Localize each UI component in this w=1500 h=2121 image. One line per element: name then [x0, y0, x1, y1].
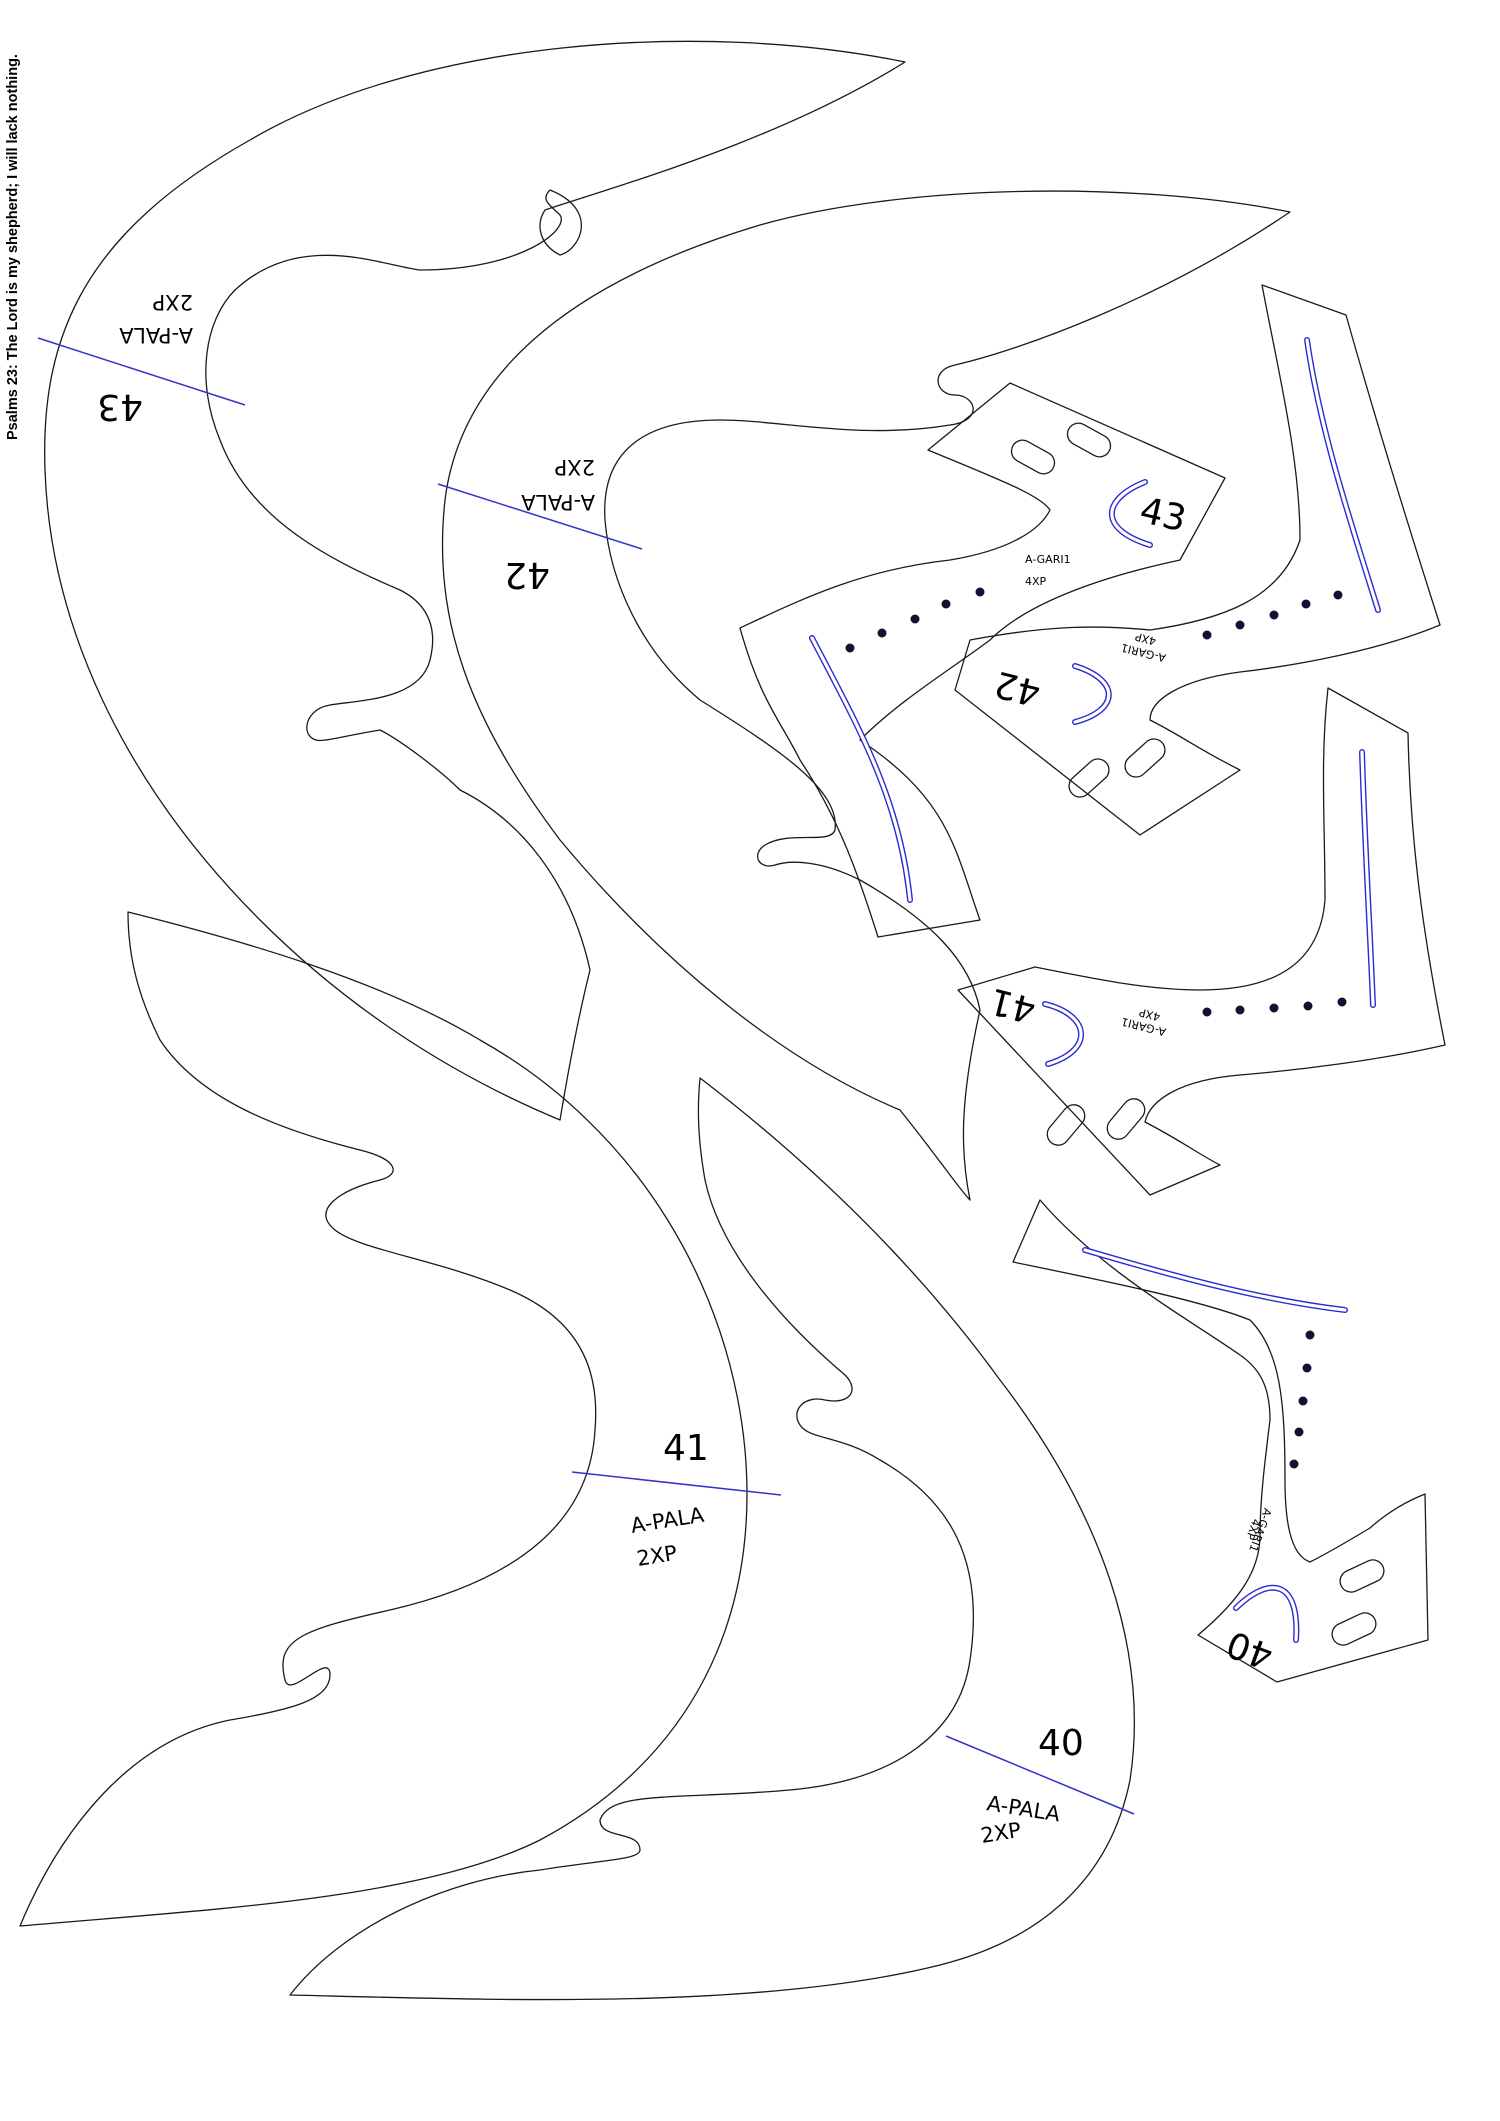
gari-43-code: A-GARI1 — [1025, 553, 1071, 566]
pala-41-code: A-PALA — [629, 1503, 706, 1538]
gari-42-dot — [1269, 610, 1279, 620]
gari-41-slot-2 — [1046, 1104, 1086, 1146]
gari-42-dot — [1333, 590, 1343, 600]
gari-41-dot — [1235, 1005, 1245, 1015]
gari-41-slot-1 — [1106, 1098, 1146, 1140]
pala-40-qty: 2XP — [979, 1818, 1023, 1848]
gari-piece-41: 41 A-GARI1 4XP — [957, 687, 1446, 1196]
gari-40-slot-1 — [1339, 1559, 1385, 1593]
gari-40-dot — [1298, 1396, 1308, 1406]
gari-40-outline — [1012, 1199, 1429, 1683]
gari-40-stitch-line — [1082, 1247, 1348, 1313]
gari-43-dot — [877, 628, 887, 638]
pala-43-outline — [44, 40, 906, 1121]
pala-42-code: A-PALA — [521, 490, 595, 514]
pala-40-number: 40 — [1038, 1723, 1084, 1764]
gari-40-dot — [1302, 1363, 1312, 1373]
verse-text: Psalms 23: The Lord is my shepherd; I wi… — [5, 54, 21, 440]
pala-42-number: 42 — [504, 554, 550, 595]
gari-piece-40: 40 A-GARI1 4XP — [1012, 1199, 1429, 1683]
pala-41-number: 41 — [663, 1428, 709, 1469]
gari-42-dot — [1202, 630, 1212, 640]
pala-40-outline — [289, 1077, 1135, 2001]
pala-43-qty: 2XP — [153, 290, 193, 314]
gari-41-dot — [1303, 1001, 1313, 1011]
gari-42-qty: 4XP — [1133, 630, 1157, 648]
pala-40-grainline — [945, 1735, 1135, 1815]
pala-41-outline — [19, 911, 748, 1927]
pala-piece-43: 43 A-PALA 2XP — [37, 40, 906, 1121]
pala-41-qty: 2XP — [635, 1541, 679, 1571]
pala-piece-40: 40 A-PALA 2XP — [289, 1077, 1135, 2001]
gari-40-dot — [1289, 1459, 1299, 1469]
gari-42-number: 42 — [990, 662, 1044, 713]
gari-41-dot — [1202, 1007, 1212, 1017]
gari-42-outline — [954, 284, 1441, 836]
gari-40-number: 40 — [1221, 1622, 1278, 1676]
gari-43-slot-1 — [1010, 439, 1056, 475]
gari-41-qty: 4XP — [1138, 1005, 1162, 1023]
gari-41-dot — [1269, 1003, 1279, 1013]
gari-43-qty: 4XP — [1025, 575, 1047, 588]
pala-42-grainline — [437, 483, 643, 550]
gari-40-dot — [1305, 1330, 1315, 1340]
pala-43-number: 43 — [97, 386, 143, 427]
gari-42-dot — [1235, 620, 1245, 630]
gari-43-stitch-line — [809, 635, 913, 903]
gari-43-slot-2 — [1066, 422, 1112, 458]
gari-41-stitch-curve — [1042, 1001, 1084, 1067]
gari-43-dot — [845, 643, 855, 653]
gari-43-outline — [739, 382, 1226, 938]
pala-42-qty: 2XP — [555, 455, 595, 479]
gari-41-number: 41 — [986, 979, 1040, 1030]
gari-43-dot — [941, 599, 951, 609]
pala-43-grainline — [37, 337, 246, 406]
pala-piece-42: 42 A-PALA 2XP — [437, 190, 1291, 1201]
pala-piece-41: 41 A-PALA 2XP — [19, 911, 782, 1927]
pala-42-outline — [441, 190, 1291, 1201]
gari-piece-43: 43 A-GARI1 4XP — [739, 382, 1226, 938]
gari-41-outline — [957, 687, 1446, 1196]
gari-42-slot-2 — [1068, 758, 1110, 798]
gari-42-dot — [1301, 599, 1311, 609]
gari-40-slot-2 — [1331, 1612, 1377, 1646]
gari-42-stitch-line — [1304, 337, 1381, 613]
pala-43-code: A-PALA — [119, 323, 193, 347]
gari-43-dot — [910, 614, 920, 624]
gari-42-slot-1 — [1124, 738, 1166, 778]
gari-40-dot — [1294, 1427, 1304, 1437]
gari-43-dot — [975, 587, 985, 597]
pala-41-grainline — [571, 1471, 782, 1496]
gari-41-dot — [1337, 997, 1347, 1007]
gari-43-number: 43 — [1136, 490, 1190, 540]
